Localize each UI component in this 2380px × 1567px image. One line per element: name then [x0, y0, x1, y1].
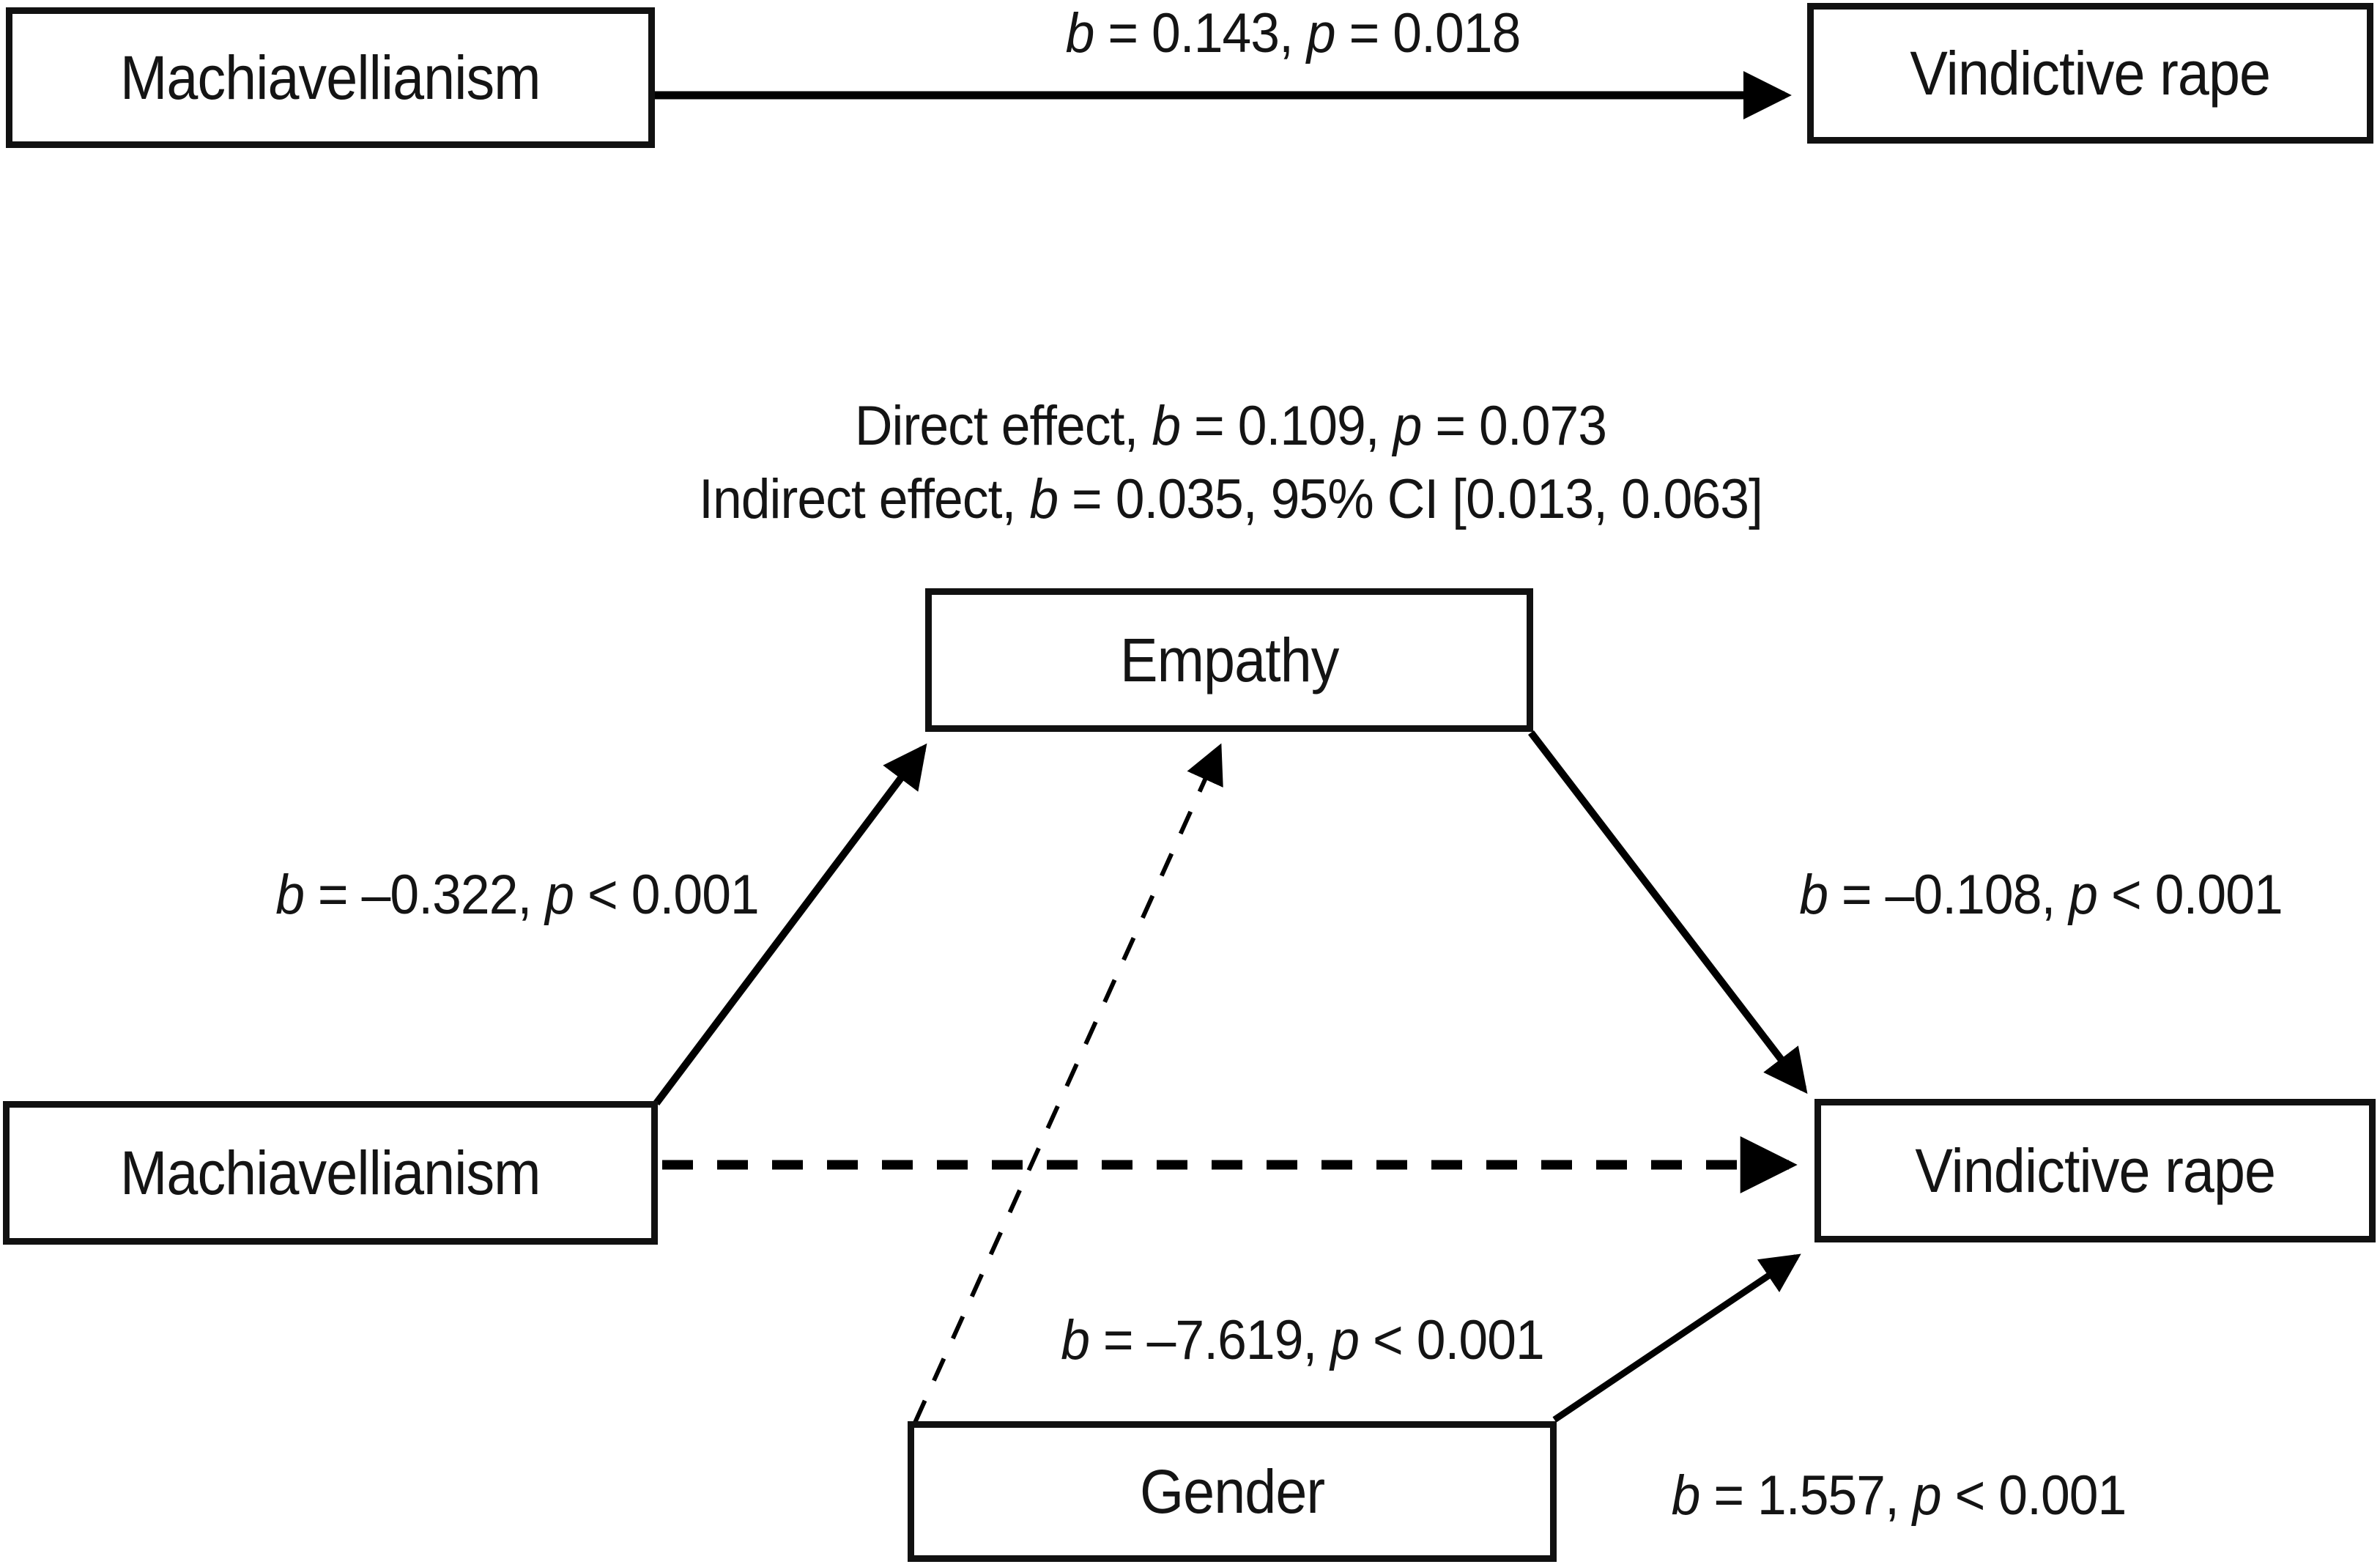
indirect-effect-line: Indirect effect, b = 0.035, 95% CI [0.01… — [699, 463, 1763, 536]
stat-text: Indirect effect, — [699, 468, 1030, 530]
box-empathy-label: Empathy — [1119, 625, 1339, 694]
stat-var: b — [1152, 395, 1181, 457]
box-gender: Gender — [908, 1421, 1557, 1562]
box-vindictive-rape: Vindictive rape — [1814, 1099, 2376, 1242]
stat-var: p — [1306, 2, 1336, 64]
stat-var: p — [545, 864, 574, 926]
stat-text: = 1.557, — [1699, 1464, 1913, 1527]
label-total-effect: b = 0.143, p = 0.018 — [1066, 1, 1521, 65]
stat-var: b — [275, 864, 305, 926]
stat-text: = 0.143, — [1094, 2, 1307, 64]
direct-effect-line: Direct effect, b = 0.109, p = 0.073 — [699, 390, 1762, 463]
stat-var: p — [2069, 864, 2098, 926]
label-mediator-to-outcome: b = –0.108, p < 0.001 — [1799, 863, 2283, 927]
effects-summary: Direct effect, b = 0.109, p = 0.073 Indi… — [699, 390, 1763, 536]
stat-var: b — [1065, 2, 1095, 64]
stat-text: = 0.073 — [1421, 395, 1607, 457]
arrow-covariate-to-outcome — [1552, 1253, 1801, 1423]
arrow-mediator-to-outcome — [1528, 730, 1808, 1094]
box-vindictive-rape-top-label: Vindictive rape — [1910, 38, 2272, 108]
box-vindictive-rape-top: Vindictive rape — [1807, 3, 2373, 144]
stat-var: b — [1029, 468, 1059, 530]
box-machiavellianism-top: Machiavellianism — [6, 7, 655, 148]
box-empathy: Empathy — [925, 588, 1533, 732]
stat-text: = –0.108, — [1828, 864, 2069, 926]
stat-text: = –0.322, — [304, 864, 546, 926]
box-vindictive-rape-label: Vindictive rape — [1915, 1136, 2276, 1205]
label-covariate-to-outcome: b = 1.557, p < 0.001 — [1672, 1464, 2127, 1527]
box-machiavellianism: Machiavellianism — [3, 1101, 658, 1245]
arrow-predictor-to-mediator — [653, 743, 927, 1106]
stat-text: = –7.619, — [1089, 1309, 1331, 1371]
stat-var: p — [1393, 395, 1423, 457]
stat-text: = 0.109, — [1180, 395, 1393, 457]
box-gender-label: Gender — [1139, 1456, 1325, 1526]
stat-text: < 0.001 — [1940, 1464, 2127, 1527]
stat-text: < 0.001 — [2097, 864, 2283, 926]
stat-text: = 0.035, 95% CI [0.013, 0.063] — [1058, 468, 1763, 530]
stat-var: b — [1671, 1464, 1701, 1527]
stat-var: p — [1912, 1464, 1942, 1527]
label-covariate-to-mediator: b = –7.619, p < 0.001 — [1061, 1308, 1545, 1372]
box-machiavellianism-label: Machiavellianism — [120, 1138, 541, 1207]
stat-text: < 0.001 — [574, 864, 760, 926]
label-predictor-to-mediator: b = –0.322, p < 0.001 — [275, 863, 760, 927]
stat-var: p — [1330, 1309, 1360, 1371]
stat-text: < 0.001 — [1359, 1309, 1545, 1371]
arrow-covariate-to-mediator-dashed — [913, 743, 1223, 1424]
box-machiavellianism-top-label: Machiavellianism — [120, 42, 541, 112]
stat-text: = 0.018 — [1335, 2, 1521, 64]
stat-text: Direct effect, — [854, 395, 1152, 457]
stat-var: b — [1799, 864, 1828, 926]
stat-var: b — [1061, 1309, 1090, 1371]
